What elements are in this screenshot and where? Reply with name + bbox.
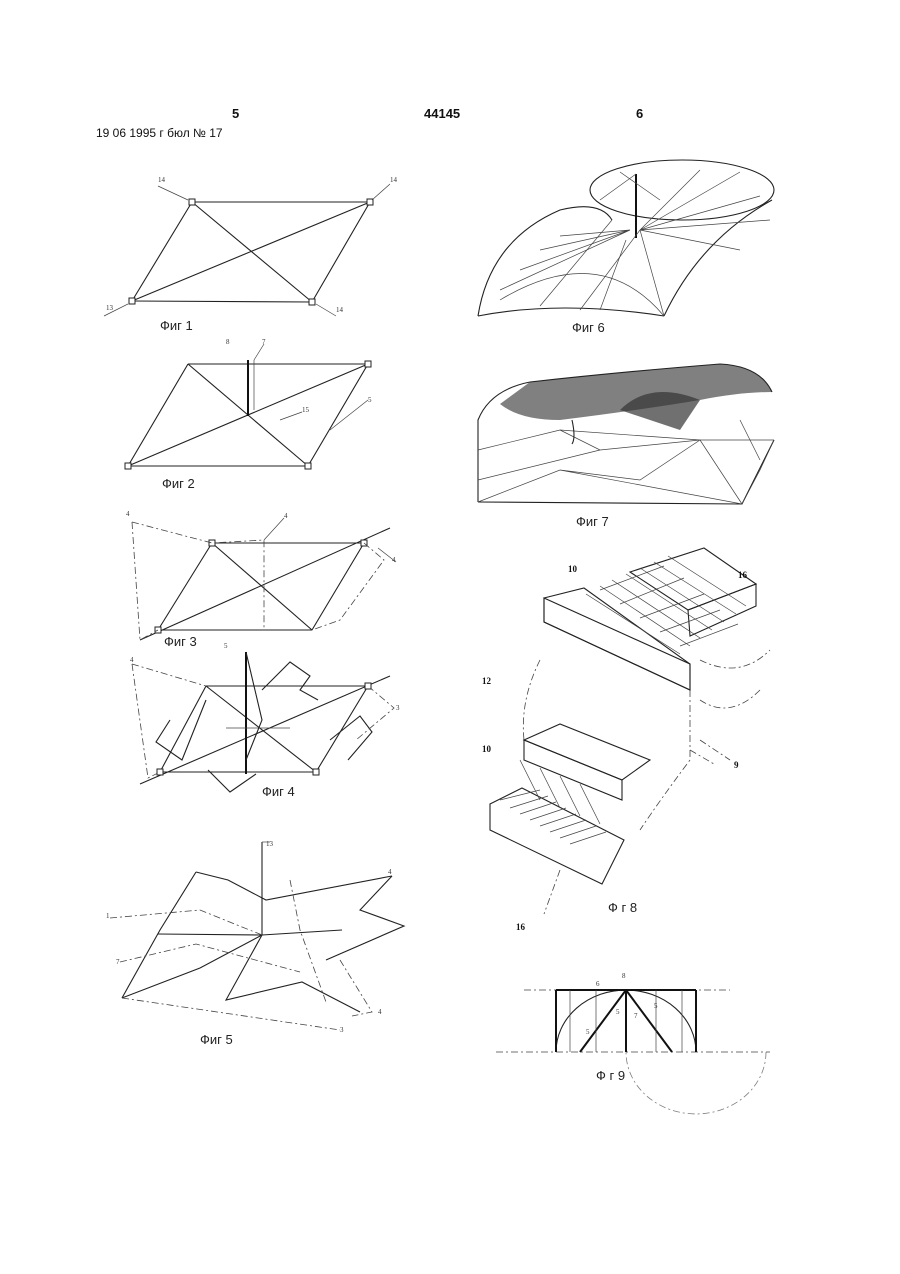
fig-1-caption: Фиг 1 (160, 318, 193, 333)
fig-8-caption: Ф г 8 (608, 900, 637, 915)
label-5: 5 (586, 1028, 590, 1036)
fig-9-caption: Ф г 9 (596, 1068, 625, 1083)
label-4: 4 (284, 512, 288, 520)
label-8: 8 (622, 972, 626, 980)
figure-1: 14 14 13 14 Фиг 1 (104, 176, 398, 333)
label-14: 14 (158, 176, 166, 184)
label-8: 8 (226, 338, 230, 346)
label-9: 9 (734, 760, 739, 770)
label-13: 13 (106, 304, 114, 312)
figure-5: 13 1 7 4 4 3 Фиг 5 (106, 840, 404, 1047)
label-4: 4 (392, 556, 396, 564)
label-14: 14 (336, 306, 344, 314)
label-5: 5 (368, 396, 372, 404)
label-5: 5 (654, 1002, 658, 1010)
figure-8: 10 16 12 10 9 16 Ф г 8 (482, 548, 770, 932)
label-7: 7 (634, 1012, 638, 1020)
fig-5-caption: Фиг 5 (200, 1032, 233, 1047)
fig-3-caption: Фиг 3 (164, 634, 197, 649)
figure-4: 4 5 3 Фиг 4 (130, 642, 400, 799)
figure-9: 6 8 5 5 5 7 Ф г 9 (496, 972, 770, 1114)
label-7: 7 (262, 338, 266, 346)
label-4: 4 (378, 1008, 382, 1016)
label-14: 14 (390, 176, 398, 184)
figure-2: 8 7 15 5 Фиг 2 (125, 338, 372, 491)
label-3: 3 (340, 1026, 344, 1034)
label-4: 4 (126, 510, 130, 518)
label-4: 4 (130, 656, 134, 664)
fig-4-caption: Фиг 4 (262, 784, 295, 799)
figure-6: Фиг 6 (478, 160, 774, 335)
fig-2-caption: Фиг 2 (162, 476, 195, 491)
fig-6-caption: Фиг 6 (572, 320, 605, 335)
label-4: 4 (388, 868, 392, 876)
label-10: 10 (568, 564, 578, 574)
label-5: 5 (224, 642, 228, 650)
label-5: 5 (616, 1008, 620, 1016)
label-10: 10 (482, 744, 492, 754)
label-6: 6 (596, 980, 600, 988)
label-16: 16 (738, 570, 748, 580)
label-15: 15 (302, 406, 310, 414)
label-12: 12 (482, 676, 492, 686)
figure-3: 4 4 4 Фиг 3 (126, 510, 396, 649)
label-16: 16 (516, 922, 526, 932)
label-1: 1 (106, 912, 110, 920)
label-3: 3 (396, 704, 400, 712)
figure-7: Фиг 7 (478, 364, 774, 529)
label-7: 7 (116, 958, 120, 966)
label-13: 13 (266, 840, 274, 848)
fig-7-caption: Фиг 7 (576, 514, 609, 529)
